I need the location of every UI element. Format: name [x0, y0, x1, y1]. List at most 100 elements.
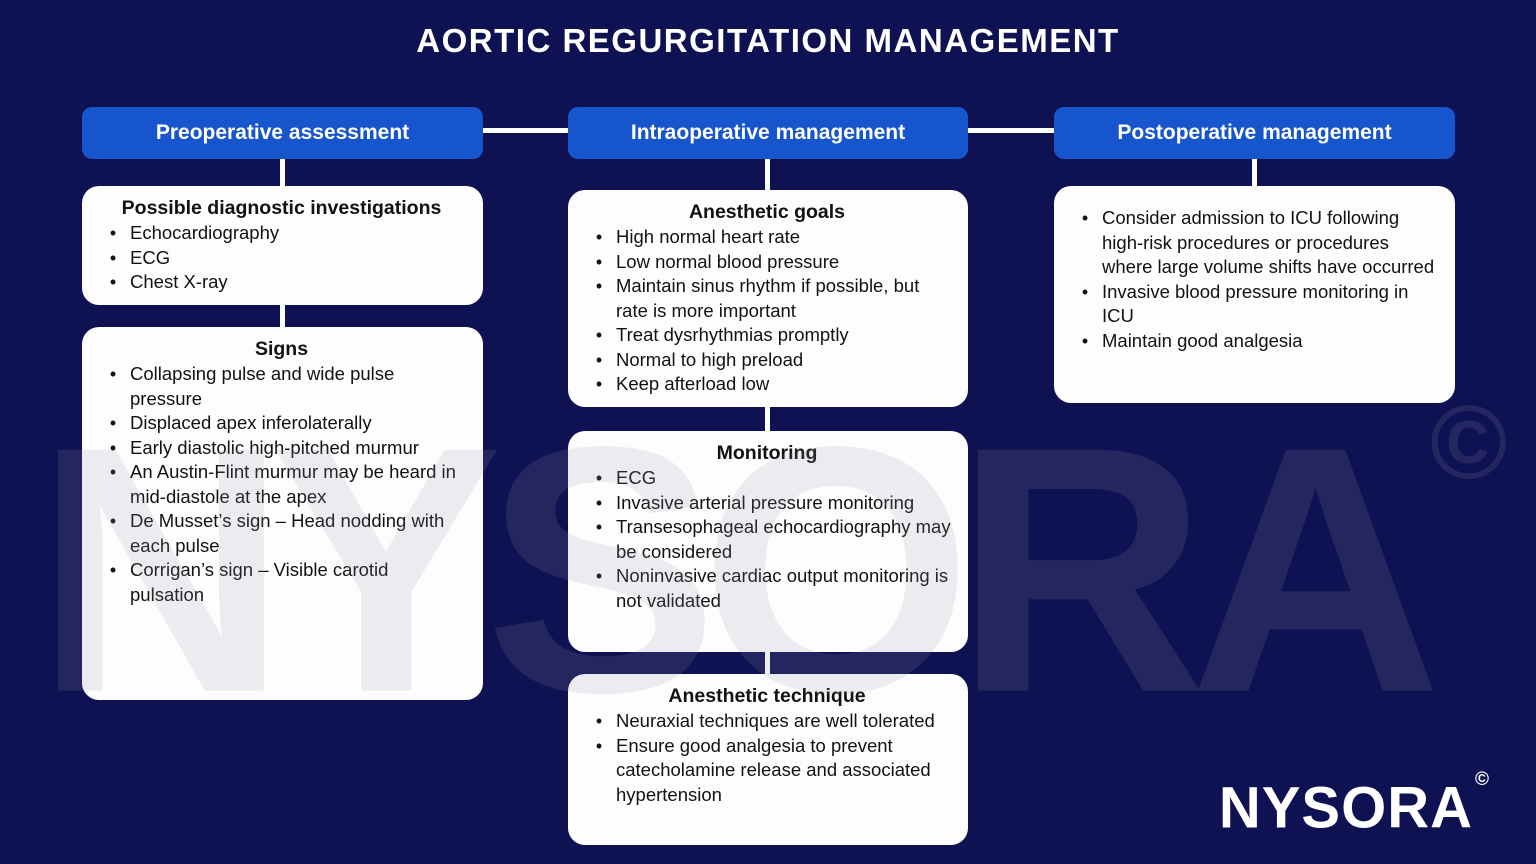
bullet-icon: •	[109, 223, 117, 243]
list-item: • Consider admission to ICU following hi…	[1068, 206, 1439, 280]
header-postoperative-management: Postoperative management	[1054, 107, 1455, 159]
list-item-text: ECG	[616, 467, 657, 488]
list-item: • Transesophageal echocardiography may b…	[582, 515, 952, 564]
card-title: Anesthetic technique	[668, 685, 866, 707]
logo-text: NYSORA	[1218, 775, 1473, 840]
bullet-icon: •	[109, 437, 117, 458]
header-label: Postoperative management	[1117, 121, 1392, 144]
list-item: • Echocardiography	[96, 221, 467, 246]
list-item-text: Transesophageal echocardiography may be …	[616, 516, 951, 562]
bullet-icon: •	[595, 492, 603, 513]
list-item: • Neuraxial techniques are well tolerate…	[582, 709, 952, 734]
card-title: Anesthetic goals	[688, 201, 846, 223]
header-intraoperative-management: Intraoperative management	[568, 107, 968, 159]
list-item-text: ECG	[130, 246, 171, 268]
bullet-icon: •	[595, 566, 603, 586]
bullet-icon: •	[109, 560, 117, 580]
list-item: • Corrigan’s sign – Visible carotid puls…	[96, 558, 467, 607]
list-item: • De Musset’s sign – Head nodding with e…	[96, 509, 467, 558]
bullet-icon: •	[595, 349, 603, 370]
bullet-icon: •	[1081, 208, 1089, 228]
list-item-text: Keep afterload low	[616, 373, 770, 394]
bullet-icon: •	[109, 462, 117, 482]
list-item: • Chest X-ray	[96, 270, 467, 295]
list-item-text: Collapsing pulse and wide pulse pressure	[130, 363, 395, 409]
list-item-text: Normal to high preload	[616, 348, 804, 370]
bullet-icon: •	[595, 276, 603, 296]
bullet-icon: •	[595, 325, 603, 345]
bullet-icon: •	[109, 413, 117, 433]
bullet-icon: •	[595, 251, 603, 272]
list-item-text: Early diastolic high-pitched murmur	[130, 436, 419, 458]
list-item-text: Neuraxial techniques are well tolerated	[616, 710, 935, 731]
card-anesthetic-technique: Anesthetic technique • Neuraxial techniq…	[568, 674, 968, 845]
list-item-text: De Musset’s sign – Head nodding with eac…	[130, 510, 445, 556]
bullet-icon: •	[109, 511, 117, 531]
card-signs: Signs • Collapsing pulse and wide pulse …	[82, 327, 483, 700]
list-item: • ECG	[96, 246, 467, 271]
bullet-icon: •	[109, 247, 117, 268]
card-postoperative: • Consider admission to ICU following hi…	[1054, 186, 1455, 403]
card-title: Monitoring	[716, 442, 818, 464]
list-item-text: Ensure good analgesia to prevent catecho…	[616, 734, 931, 805]
connector-line-vertical-mid-2	[765, 399, 770, 432]
connector-line-vertical-mid-1	[765, 159, 770, 191]
list-item-text: Invasive arterial pressure monitoring	[616, 491, 915, 513]
list-item-text: Invasive blood pressure monitoring in IC…	[1102, 280, 1409, 327]
list-item: • Normal to high preload	[582, 348, 952, 373]
card-title: Signs	[254, 338, 309, 360]
list-item-text: Maintain good analgesia	[1102, 329, 1303, 351]
list-item: • Early diastolic high-pitched murmur	[96, 436, 467, 461]
list-item: • Invasive arterial pressure monitoring	[582, 491, 952, 516]
list-item: • Noninvasive cardiac output monitoring …	[582, 564, 952, 613]
card-monitoring: Monitoring • ECG • Invasive arterial pre…	[568, 431, 968, 652]
card-title: Possible diagnostic investigations	[121, 197, 442, 219]
card-diagnostic-investigations: Possible diagnostic investigations • Ech…	[82, 186, 483, 305]
connector-line-vertical-right-1	[1252, 159, 1257, 187]
list-item: • Treat dysrhythmias promptly	[582, 323, 952, 348]
connector-line-horizontal-2	[968, 128, 1054, 133]
bullet-icon: •	[1081, 281, 1089, 302]
list-item-text: Maintain sinus rhythm if possible, but r…	[616, 275, 920, 321]
connector-line-vertical-left-2	[280, 296, 285, 328]
bullet-icon: •	[595, 227, 603, 247]
copyright-icon: ©	[1475, 768, 1490, 790]
list-item-text: Low normal blood pressure	[616, 250, 840, 272]
card-anesthetic-goals: Anesthetic goals • High normal heart rat…	[568, 190, 968, 407]
list-item-text: Noninvasive cardiac output monitoring is…	[616, 565, 949, 611]
connector-line-vertical-left-1	[280, 159, 285, 187]
list-item: • Displaced apex inferolaterally	[96, 411, 467, 436]
nysora-logo: NYSORA©	[1218, 768, 1490, 840]
list-item: • Maintain good analgesia	[1068, 329, 1439, 354]
list-item: • Keep afterload low	[582, 372, 952, 397]
header-label: Intraoperative management	[630, 121, 906, 144]
list-item-text: Corrigan’s sign – Visible carotid pulsat…	[130, 559, 389, 605]
bullet-icon: •	[109, 272, 117, 292]
list-item: • Invasive blood pressure monitoring in …	[1068, 280, 1439, 329]
connector-line-vertical-mid-3	[765, 650, 770, 675]
bullet-icon: •	[109, 364, 117, 384]
list-item-text: Echocardiography	[130, 222, 280, 243]
list-item-text: High normal heart rate	[616, 226, 801, 247]
bullet-icon: •	[595, 711, 603, 731]
bullet-icon: •	[1081, 330, 1089, 351]
list-item-text: Treat dysrhythmias promptly	[616, 324, 849, 345]
list-item-text: An Austin-Flint murmur may be heard in m…	[130, 461, 456, 507]
bullet-icon: •	[595, 374, 603, 394]
connector-line-horizontal-1	[483, 128, 568, 133]
list-item: • Ensure good analgesia to prevent catec…	[582, 734, 952, 808]
bullet-icon: •	[595, 517, 603, 537]
list-item: • An Austin-Flint murmur may be heard in…	[96, 460, 467, 509]
bullet-icon: •	[595, 735, 603, 756]
list-item: • High normal heart rate	[582, 225, 952, 250]
bullet-icon: •	[595, 468, 603, 488]
list-item: • Low normal blood pressure	[582, 250, 952, 275]
list-item-text: Consider admission to ICU following high…	[1102, 207, 1435, 277]
list-item: • Collapsing pulse and wide pulse pressu…	[96, 362, 467, 411]
page-title: AORTIC REGURGITATION MANAGEMENT	[416, 22, 1120, 59]
list-item: • ECG	[582, 466, 952, 491]
list-item-text: Chest X-ray	[130, 271, 228, 292]
header-preoperative-assessment: Preoperative assessment	[82, 107, 483, 159]
list-item: • Maintain sinus rhythm if possible, but…	[582, 274, 952, 323]
list-item-text: Displaced apex inferolaterally	[130, 412, 372, 433]
